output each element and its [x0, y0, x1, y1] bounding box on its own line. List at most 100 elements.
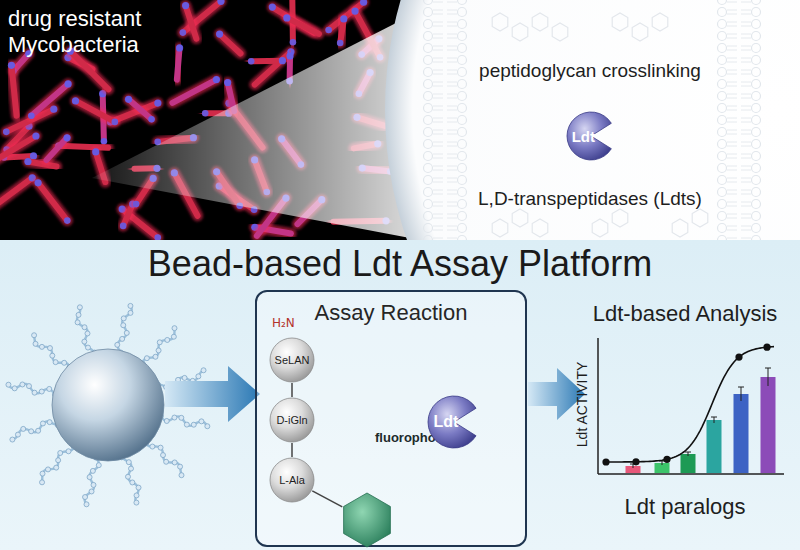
strand-unit [201, 368, 206, 373]
cell-pole [182, 2, 189, 9]
cell-glow [186, 6, 197, 39]
panel-label: peptidoglycan crosslinking [440, 60, 740, 83]
lipid-tail [447, 178, 457, 179]
lipid-head [424, 188, 433, 197]
lipid-tail [727, 22, 737, 23]
strand-unit [20, 382, 25, 387]
lipid-head [424, 176, 433, 185]
strand-unit [150, 444, 155, 449]
lipid-head [458, 212, 467, 221]
sugar-ring [652, 13, 668, 31]
lipid-head [752, 68, 761, 77]
error-cap [765, 368, 771, 369]
lipid-tail [727, 14, 737, 15]
mycobacterium-cell [34, 179, 70, 224]
lipid-tail [741, 62, 751, 63]
lipid-tail [741, 58, 751, 59]
mycobacterium-cell [72, 97, 118, 125]
bond-line [291, 383, 293, 397]
cell-pole [351, 7, 358, 14]
lipid-head [458, 68, 467, 77]
cell-pole [290, 39, 297, 46]
zoom-disc-group [385, 0, 800, 240]
cell-body [220, 34, 241, 53]
lipid-head [718, 176, 727, 185]
lipid-tail [447, 34, 457, 35]
lipid-tail [433, 74, 443, 75]
strand-unit [120, 336, 125, 341]
lipid-tail [433, 178, 443, 179]
lipid-head [458, 32, 467, 41]
ball-fill [270, 458, 314, 502]
lipid-head [718, 236, 727, 241]
cell-pole [34, 179, 41, 186]
lipid-tail [433, 182, 443, 183]
cell-pole [133, 201, 140, 208]
lipid-tail [433, 122, 443, 123]
lipid-head [718, 224, 727, 233]
cell-pole [360, 0, 367, 6]
lipid-head [718, 8, 727, 17]
lipid-head [752, 116, 761, 125]
cell-pole [8, 62, 15, 69]
lipid-tail [727, 10, 737, 11]
lipid-tail [433, 50, 443, 51]
enzyme-name: Ldt [428, 395, 464, 449]
lipid-tail [727, 146, 737, 147]
lipid-head [752, 128, 761, 137]
cell-glow [129, 99, 152, 119]
strand-unit [84, 502, 89, 507]
strand-unit [77, 305, 82, 310]
lipid-head [718, 32, 727, 41]
error-bar [768, 368, 769, 386]
lipid-head [458, 224, 467, 233]
mycobacterium-cell [283, 14, 319, 34]
lipid-tail [727, 178, 737, 179]
lipid-head [424, 44, 433, 53]
strand-unit [172, 326, 177, 331]
lipid-head [752, 236, 761, 241]
lipid-tail [447, 182, 457, 183]
lipid-head [718, 44, 727, 53]
lipid-tail [433, 154, 443, 155]
residue-ball: L-Ala [269, 457, 315, 503]
ball-fill [270, 338, 314, 382]
lipid-head [458, 200, 467, 209]
cell-wall-pattern [424, 0, 761, 240]
activity-bar [761, 377, 776, 473]
strand-unit [91, 482, 96, 487]
lipid-tail [741, 122, 751, 123]
lipid-head [458, 44, 467, 53]
bond-line [291, 443, 293, 457]
polymer-strand [42, 447, 74, 482]
lipid-tail [727, 214, 737, 215]
cell-pole [125, 96, 132, 103]
lipid-tail [433, 58, 443, 59]
lipid-head [458, 104, 467, 113]
lipid-head [718, 56, 727, 65]
lipid-tail [433, 34, 443, 35]
strand-unit [156, 348, 161, 353]
lipid-head [752, 176, 761, 185]
enzyme-pacman: Ldt [563, 111, 619, 161]
polymer-strand [122, 457, 139, 502]
polymer-strand [143, 328, 175, 363]
strand-unit [172, 415, 177, 420]
cell-pole [286, 52, 293, 59]
lipid-tail [727, 218, 737, 219]
lipid-head [752, 80, 761, 89]
lipid-tail [433, 202, 443, 203]
lipid-head [718, 68, 727, 77]
cell-body [129, 99, 152, 119]
strand-unit [27, 384, 32, 389]
lipid-tail [433, 142, 443, 143]
image-caption: drug resistant Mycobacteria [8, 6, 188, 59]
cell-body [287, 18, 319, 34]
hexagon-fill [344, 493, 391, 547]
sugar-ring [592, 219, 608, 237]
lipid-tail [447, 130, 457, 131]
strand-unit [47, 386, 52, 391]
lipid-tail [727, 206, 737, 207]
lipid-head [752, 104, 761, 113]
lipid-tail [447, 134, 457, 135]
